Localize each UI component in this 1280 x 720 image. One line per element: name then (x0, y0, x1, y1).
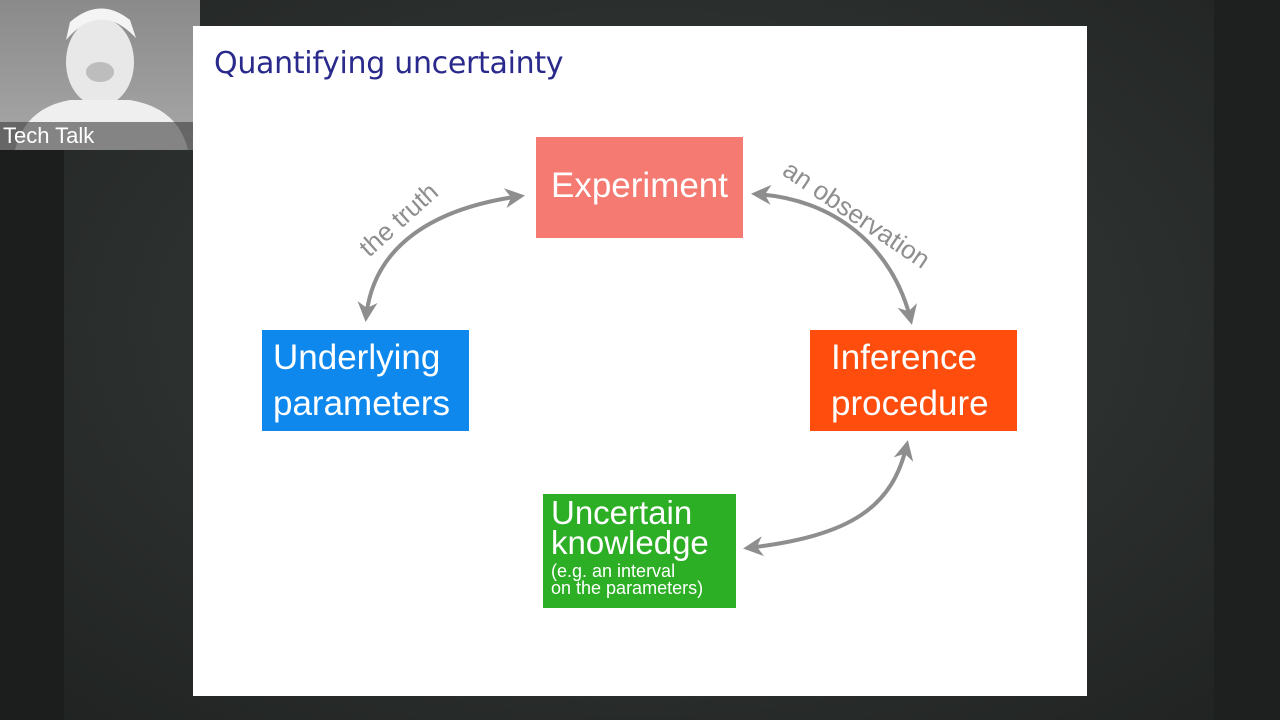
underlying-label-line1: Underlying (273, 338, 441, 377)
webcam-label: Tech Talk (0, 122, 200, 150)
inference-procedure-box: Inference procedure (810, 330, 1017, 431)
arrow-inference-to-uncertain (743, 440, 914, 557)
experiment-box: Experiment (536, 137, 743, 238)
arrow-underlying-to-experiment (357, 188, 525, 322)
slide-title: Quantifying uncertainty (214, 46, 564, 81)
underlying-parameters-box: Underlying parameters (262, 330, 469, 431)
uncertain-sub-line2: on the parameters) (551, 578, 704, 598)
underlying-label-line2: parameters (273, 384, 451, 423)
experiment-label: Experiment (550, 166, 729, 205)
uncertain-sub-line1: (e.g. an interval (551, 561, 676, 581)
inference-label-line1: Inference (831, 338, 977, 377)
arrow-experiment-to-inference (751, 184, 917, 325)
uncertain-label-line2: knowledge (551, 524, 709, 561)
label-an-observation: an observation (778, 154, 936, 274)
uncertain-label-line1: Uncertain (551, 494, 693, 531)
background-right-strip (1214, 0, 1280, 720)
presentation-slide: Quantifying uncertainty the truth an obs… (193, 26, 1087, 696)
cycle-arrows: the truth an observation (353, 154, 936, 557)
uncertain-knowledge-box: Uncertain knowledge (e.g. an interval on… (543, 494, 736, 608)
webcam-thumbnail[interactable]: Tech Talk (0, 0, 200, 150)
inference-label-line2: procedure (831, 384, 989, 423)
